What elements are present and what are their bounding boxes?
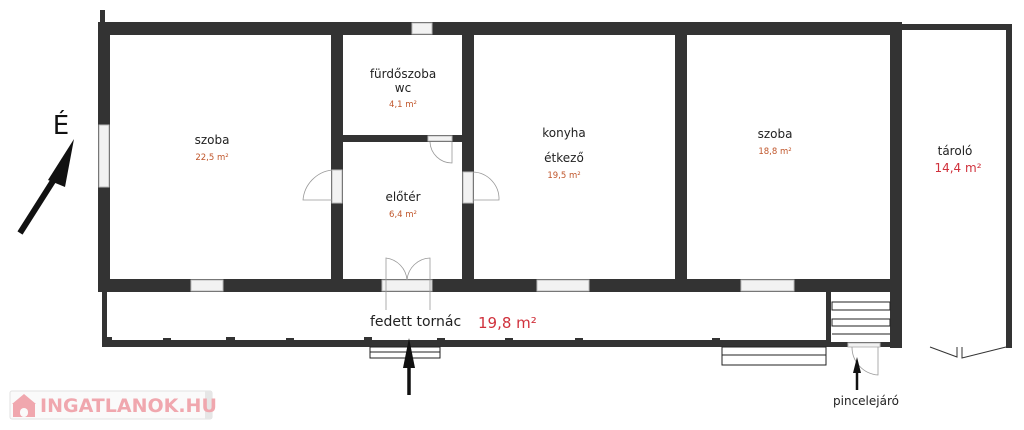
logo-text: INGATLANOK.HU <box>40 395 217 417</box>
room-area: 6,4 m² <box>389 210 417 220</box>
room-name: szoba <box>758 127 793 141</box>
room-name: szoba <box>195 133 230 147</box>
porch-posts <box>104 337 720 342</box>
steps <box>369 301 891 366</box>
room-area: 22,5 m² <box>195 153 228 163</box>
north-arrow-icon <box>17 139 74 235</box>
room-area: 14,4 m² <box>934 161 981 175</box>
room-name: konyha <box>542 126 586 140</box>
ingatlanok-logo: INGATLANOK.HU <box>9 390 217 420</box>
room-area: 18,8 m² <box>758 147 791 157</box>
entrance-arrow-icon <box>403 338 415 395</box>
house-icon <box>12 394 36 417</box>
room-name: tároló <box>938 144 973 158</box>
porch-name: fedett tornác <box>370 314 461 330</box>
cellar-arrow-icon <box>853 357 861 390</box>
room-name-2: étkező <box>544 151 584 165</box>
room-name-2: wc <box>395 81 411 95</box>
room-area: 4,1 m² <box>389 100 417 110</box>
cellar-label: pincelejáró <box>833 394 899 408</box>
room-area: 19,5 m² <box>547 171 580 181</box>
room-name: előtér <box>385 190 420 204</box>
porch-area: 19,8 m² <box>478 314 537 332</box>
room-name: fürdőszoba <box>370 67 436 81</box>
compass-label: É <box>53 109 69 141</box>
windows <box>98 22 881 348</box>
doors <box>302 141 1007 376</box>
walls <box>98 10 1012 348</box>
